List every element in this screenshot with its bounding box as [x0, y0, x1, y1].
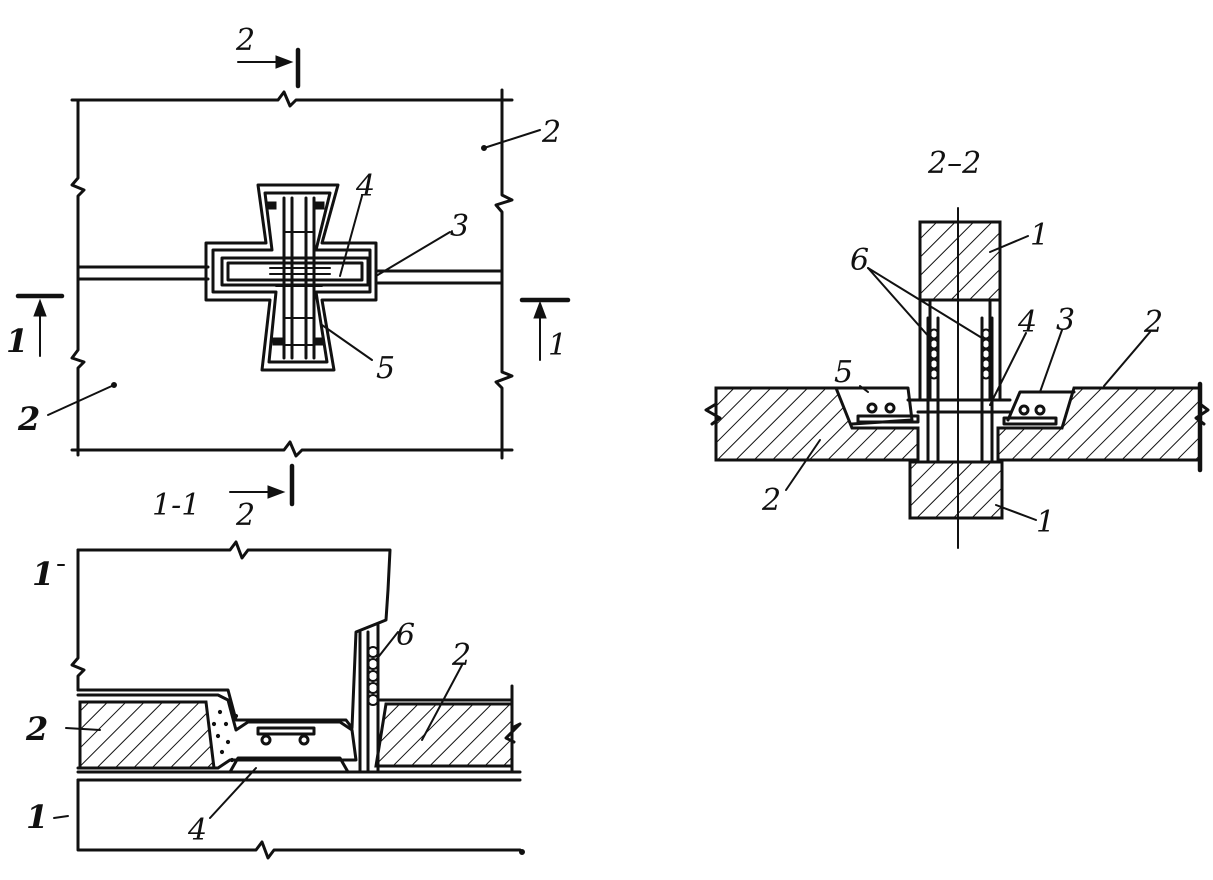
callout-label: 2: [541, 115, 561, 150]
slab-left: [714, 386, 920, 462]
callout-label: 1: [32, 555, 54, 593]
grout-dots: [211, 709, 239, 763]
section-2-2: 2–2: [704, 146, 1210, 549]
plan-cross-detail: [204, 183, 378, 372]
callout-label: 6: [850, 243, 869, 278]
callout-label: 3: [450, 209, 469, 244]
section-marker-2-bottom: 2: [229, 463, 295, 533]
plan-rebar-rungs: [269, 231, 331, 346]
section-1-1: 1-1: [25, 488, 525, 860]
callout-label: 2: [451, 638, 471, 673]
callout-label: 5: [834, 355, 853, 390]
section-marker-1-right: 1: [519, 297, 571, 363]
callout-label: 4: [1017, 305, 1037, 340]
section-marker-1-left: 1: [6, 293, 65, 360]
callout-label: 2: [25, 710, 48, 748]
plan-callouts: 2 2 4 3 5: [17, 115, 561, 438]
callout-label: 5: [376, 351, 395, 386]
weld-6: [367, 646, 379, 706]
column-upper: [918, 220, 1002, 302]
hatched-slab-right: [374, 702, 514, 768]
callout-label: 1: [1030, 218, 1049, 253]
callout-label: 1: [26, 798, 48, 836]
callout-label: 3: [1056, 303, 1075, 338]
section-title: 1-1: [152, 488, 200, 523]
callout-label: 1: [1036, 505, 1055, 540]
section-marker-label: 1: [6, 322, 28, 360]
section-marker-2-top: 2: [235, 23, 301, 89]
section-marker-label: 1: [548, 328, 567, 363]
callout-label: 2: [761, 483, 781, 518]
hatched-slab-left: [78, 700, 216, 770]
plan-view: 2 2 1 1 2 2 4: [6, 23, 571, 533]
callout-label: 4: [187, 813, 207, 848]
column-lower: [908, 460, 1004, 520]
section-title: 2–2: [927, 146, 981, 181]
callout-label: 2: [1143, 305, 1163, 340]
plan-joint: [76, 265, 504, 285]
plan-slab-outline: [70, 88, 514, 460]
callout-label: 4: [355, 169, 375, 204]
callout-label: 6: [396, 618, 415, 653]
section-marker-label: 2: [235, 23, 255, 58]
callout-label: 2: [17, 400, 40, 438]
section-marker-label: 2: [235, 498, 255, 533]
